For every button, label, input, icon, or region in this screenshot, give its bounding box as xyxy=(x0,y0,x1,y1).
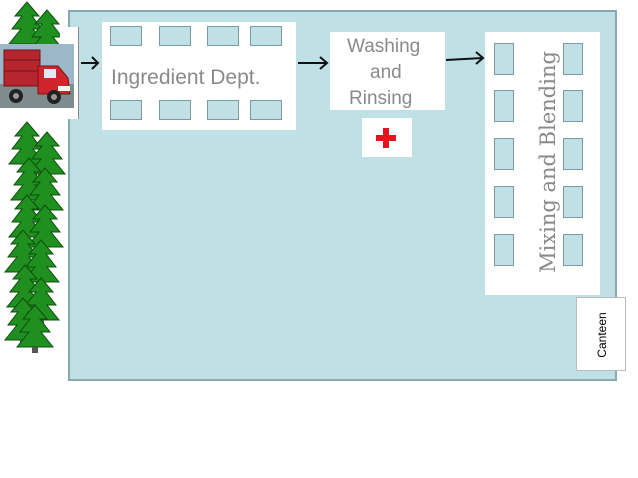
flow-arrow xyxy=(445,51,485,65)
mixing-vat xyxy=(494,138,514,170)
mixing-vat xyxy=(563,43,583,75)
storage-bin xyxy=(207,100,239,120)
storage-bin xyxy=(159,100,191,120)
storage-bin xyxy=(207,26,239,46)
mixing-vat xyxy=(494,186,514,218)
mixing-vat xyxy=(563,90,583,122)
first-aid-station xyxy=(362,118,412,157)
storage-bin xyxy=(110,26,142,46)
storage-bin xyxy=(250,100,282,120)
mixing-blending-dept: Mixing and Blending xyxy=(485,32,600,295)
flow-arrow xyxy=(81,56,100,70)
washing-label-line-1: Washing xyxy=(347,36,421,57)
storage-bin xyxy=(159,26,191,46)
storage-bin xyxy=(110,100,142,120)
washing-label-line-2: and xyxy=(370,62,402,83)
delivery-truck-icon xyxy=(0,44,74,108)
mixing-vat xyxy=(494,90,514,122)
mixing-vat xyxy=(563,138,583,170)
washing-label-line-3: Rinsing xyxy=(349,88,413,109)
washing-rinsing-dept: Washing and Rinsing xyxy=(330,32,445,110)
mixing-vat xyxy=(494,234,514,266)
first-aid-cross-icon xyxy=(376,128,396,148)
ingredient-dept: Ingredient Dept. xyxy=(102,22,296,130)
mixing-vat xyxy=(563,186,583,218)
flow-arrow xyxy=(298,56,329,70)
mixing-vat xyxy=(563,234,583,266)
mixing-vat xyxy=(494,43,514,75)
storage-bin xyxy=(250,26,282,46)
ingredient-dept-label: Ingredient Dept. xyxy=(111,66,261,89)
canteen-label: Canteen xyxy=(595,312,609,358)
canteen: Canteen xyxy=(576,297,626,371)
mixing-dept-label: Mixing and Blending xyxy=(536,51,560,273)
